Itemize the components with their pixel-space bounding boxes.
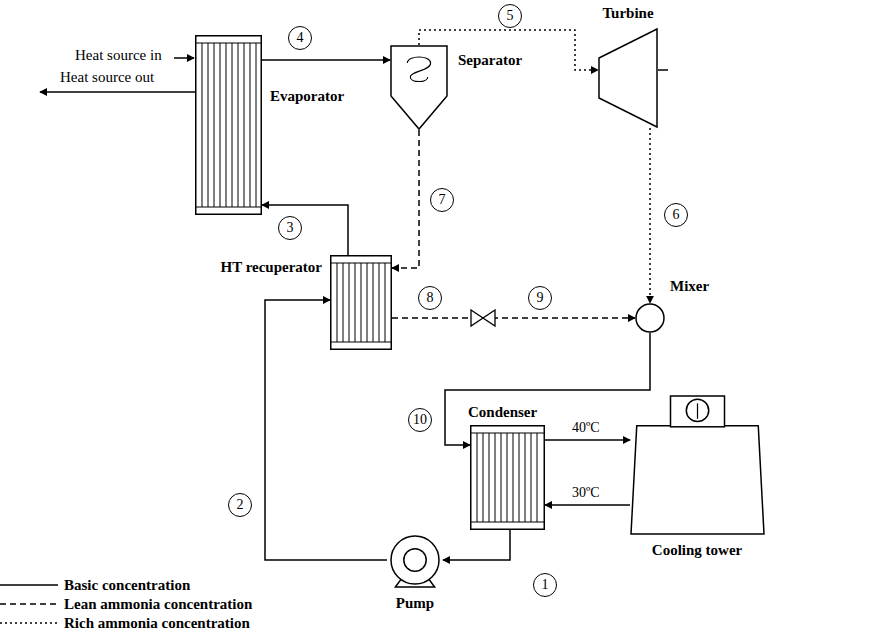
turbine-shaft <box>658 69 668 71</box>
callout-number: 8 <box>418 286 442 310</box>
callout-number: 10 <box>408 408 432 432</box>
separator: Separator <box>390 45 448 130</box>
callout-number: 3 <box>278 216 302 240</box>
flow-connector <box>392 317 635 319</box>
stream-label: Heat source in <box>75 46 162 64</box>
callout-number: 6 <box>664 203 688 227</box>
legend-text: Basic concentration <box>64 576 190 594</box>
pump-outline <box>387 532 443 588</box>
component-label: Condenser <box>468 403 537 421</box>
component-label: Cooling tower <box>652 541 742 559</box>
turbine: Turbine <box>598 28 658 128</box>
sep-outline <box>390 45 448 130</box>
tower-outline <box>630 395 765 535</box>
callout-number: 7 <box>430 188 454 212</box>
legend-text: Rich ammonia concentration <box>64 614 250 632</box>
circ-outline <box>635 303 665 333</box>
mixer: Mixer <box>635 303 665 333</box>
component-label: Evaporator <box>270 87 344 105</box>
hx-outline <box>470 425 545 530</box>
temperature-label: 40ºC <box>572 420 600 436</box>
callout-number: 2 <box>228 493 252 517</box>
condenser: Condenser <box>470 425 545 530</box>
flow-connector <box>545 504 630 506</box>
flow-connector <box>649 128 651 303</box>
callout-number: 9 <box>528 286 552 310</box>
callout-number: 4 <box>288 26 312 50</box>
component-label: Turbine <box>602 4 653 22</box>
cooling-tower: Cooling tower <box>630 395 765 535</box>
hx-outline <box>330 255 392 350</box>
component-label: Separator <box>458 51 522 69</box>
legend-line-dotted <box>0 622 58 624</box>
component-label: Mixer <box>670 277 709 295</box>
legend-line-dashed <box>0 603 58 605</box>
turb-outline <box>598 28 658 128</box>
flow-connector <box>545 439 630 441</box>
component-label: Pump <box>396 594 434 612</box>
evaporator: Evaporator <box>195 35 262 215</box>
heat-in-line <box>174 57 194 59</box>
flow-connector <box>262 59 390 61</box>
flow-connector <box>392 130 419 268</box>
hx-outline <box>195 35 262 215</box>
component-label: HT recuperator <box>220 258 322 276</box>
legend-text: Lean ammonia concentration <box>64 595 252 613</box>
legend-line-solid <box>0 584 58 586</box>
heat-out-line <box>40 91 195 93</box>
temperature-label: 30ºC <box>572 485 600 501</box>
pump: Pump <box>387 532 443 588</box>
valve-symbol <box>471 310 495 326</box>
stream-label: Heat source out <box>60 68 154 86</box>
callout-number: 1 <box>533 573 557 597</box>
flow-connector <box>443 530 510 560</box>
recuperator: HT recuperator <box>330 255 392 350</box>
callout-number: 5 <box>498 4 522 28</box>
flow-connector <box>262 205 348 255</box>
